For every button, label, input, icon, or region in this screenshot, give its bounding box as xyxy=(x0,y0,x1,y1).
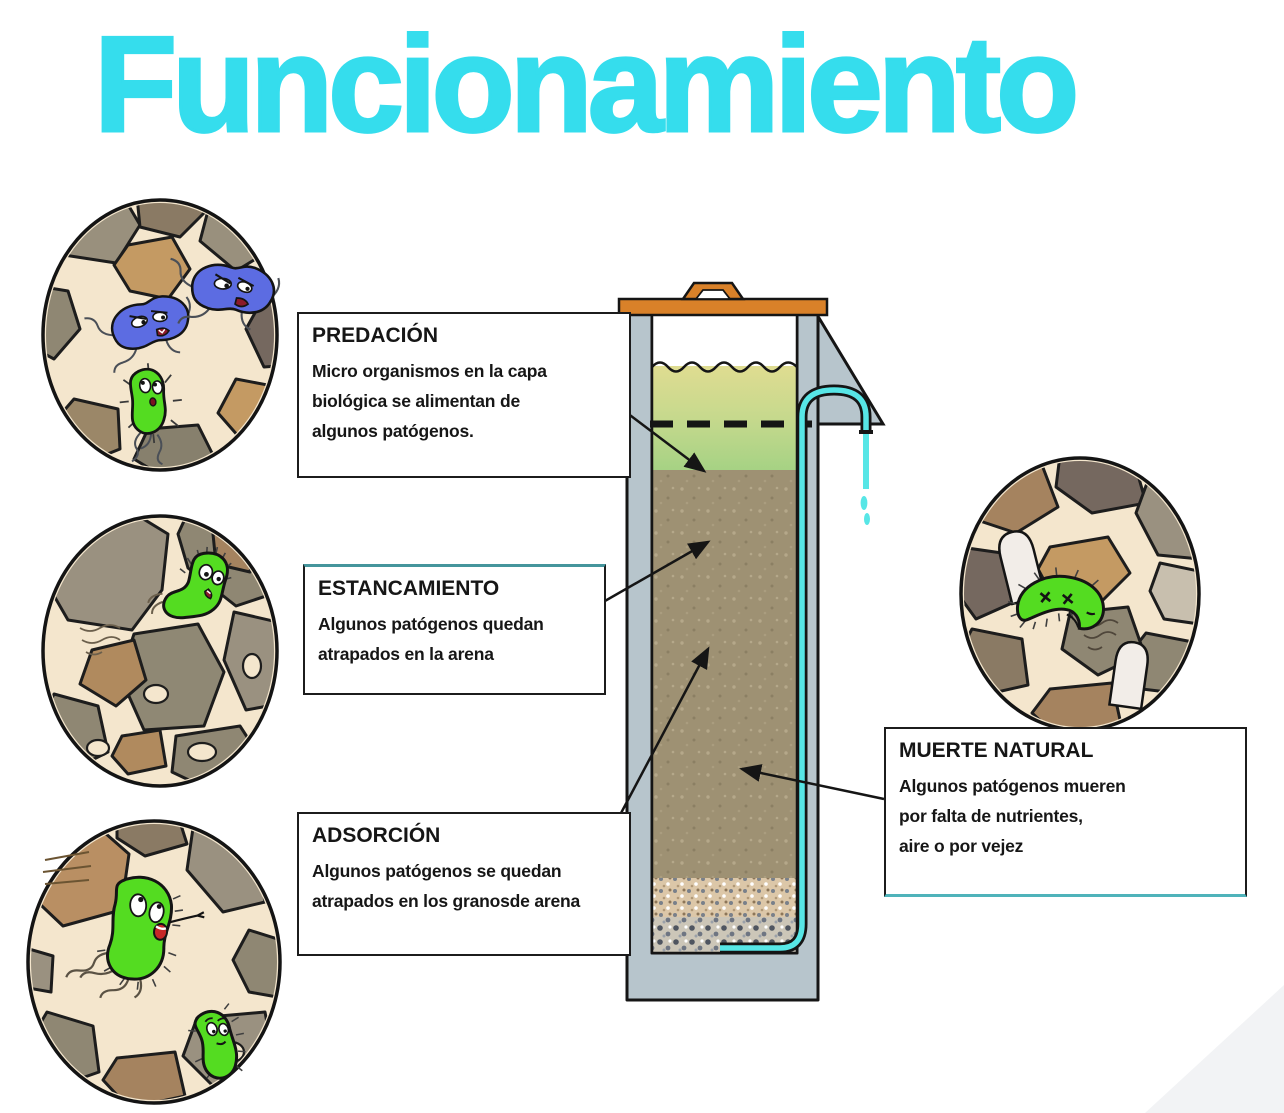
box-title: ESTANCAMIENTO xyxy=(318,577,500,600)
circle-predacion-illustration xyxy=(41,198,281,472)
blue-predator-icon xyxy=(84,295,191,373)
circle-estancamiento-illustration xyxy=(41,514,279,788)
green-pathogen-icon xyxy=(119,363,182,466)
water-drips xyxy=(860,434,870,525)
box-title: ADSORCIÓN xyxy=(312,824,441,847)
box-text-line: atrapados en los granosde arena xyxy=(312,890,581,911)
green-pathogen-icon xyxy=(65,875,205,999)
green-pathogen-icon xyxy=(188,1003,246,1080)
green-pathogen-icon xyxy=(147,546,232,620)
box-text-line: algunos patógenos. xyxy=(312,420,474,441)
dead-pathogen-icon xyxy=(1007,567,1106,631)
box-text-line: Micro organismos en la capa xyxy=(312,361,547,381)
box-title: MUERTE NATURAL xyxy=(899,739,1094,762)
tombstone-icon xyxy=(1108,640,1149,711)
box-text-line: Algunos patógenos mueren xyxy=(899,776,1126,796)
filter-lid xyxy=(617,297,829,317)
page-title: Funcionamiento xyxy=(92,8,1080,160)
arrow-muerte-natural xyxy=(739,764,885,801)
water-surface-wave xyxy=(651,361,798,373)
box-text-line: biológica se alimentan de xyxy=(312,390,520,411)
box-text-line: aire o por vejez xyxy=(899,835,1024,856)
fine-sand-layer xyxy=(652,470,797,878)
blue-predator-icon xyxy=(170,257,281,331)
box-text-line: Algunos patógenos se quedan xyxy=(312,861,562,881)
box-title: PREDACIÓN xyxy=(312,324,439,347)
box-text-line: Algunos patógenos quedan xyxy=(318,614,544,634)
outlet-pipe xyxy=(720,384,873,954)
circle-adsorcion-illustration xyxy=(26,819,282,1105)
box-text-line: por falta de nutrientes, xyxy=(899,805,1083,826)
biosand-filter-column xyxy=(617,281,886,1002)
label-box-predacion: PREDACIÓN Micro organismos en la capa bi… xyxy=(297,312,631,478)
box-text-line: atrapados en la arena xyxy=(318,643,494,664)
label-box-adsorcion: ADSORCIÓN Algunos patógenos se quedan at… xyxy=(297,812,631,956)
circle-muerte-natural-illustration xyxy=(959,456,1201,732)
label-box-estancamiento: ESTANCAMIENTO Algunos patógenos quedan a… xyxy=(303,564,606,695)
corner-watermark-wedge xyxy=(1145,985,1284,1113)
label-box-muerte-natural: MUERTE NATURAL Algunos patógenos mueren … xyxy=(884,727,1247,897)
coarse-sand-layer xyxy=(652,878,797,917)
water-layer xyxy=(652,366,797,470)
